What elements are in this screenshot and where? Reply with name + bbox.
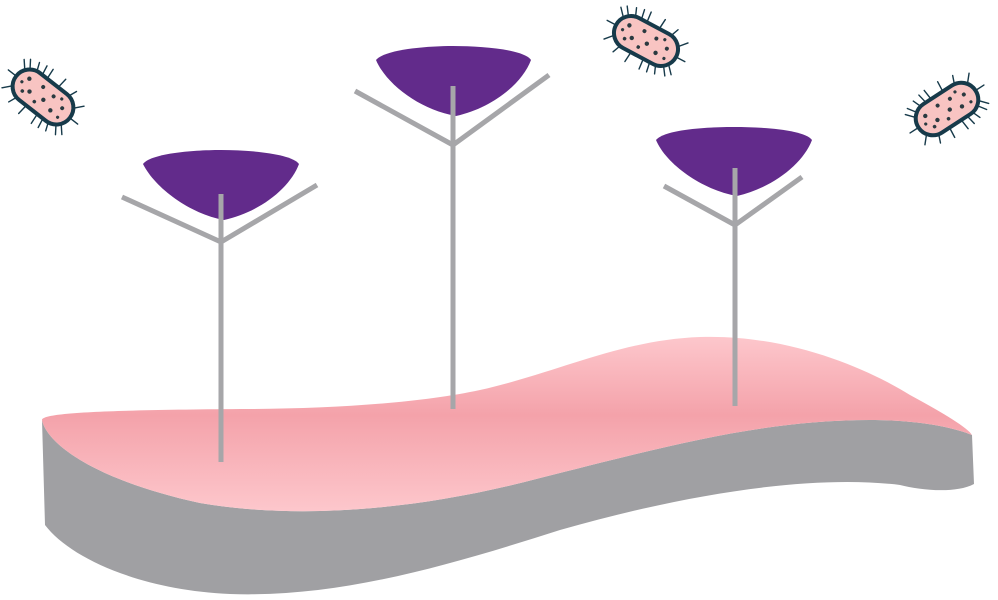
- receptor-2: [353, 46, 551, 409]
- bacterium-2: [594, 0, 698, 86]
- bacterium-icon: [594, 0, 698, 86]
- bacterium-3: [892, 59, 998, 159]
- membrane-top-surface: [42, 336, 972, 512]
- bacterium-1: [0, 45, 97, 149]
- bacterium-icon: [0, 45, 97, 149]
- receptor-3: [656, 127, 812, 406]
- membrane-side: [42, 420, 974, 595]
- receptor-1-head: [143, 150, 299, 220]
- bacterium-icon: [892, 59, 998, 159]
- receptor-2-head: [376, 46, 531, 116]
- membrane-slab: [42, 336, 974, 595]
- receptor-1: [120, 150, 319, 462]
- receptor-3-head: [656, 127, 812, 196]
